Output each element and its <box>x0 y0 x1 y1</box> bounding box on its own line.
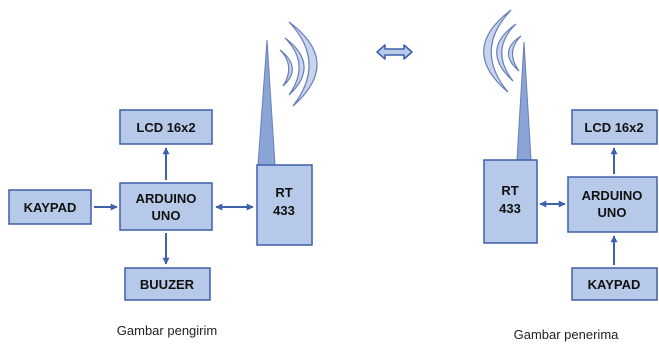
transmitter-buzzer-block: BUUZER <box>124 267 211 301</box>
receiver-signal-waves-icon <box>483 9 522 93</box>
transmitter-rt-block: RT 433 <box>256 164 313 246</box>
receiver-keypad-block: KAYPAD <box>571 267 658 301</box>
receiver-lcd-block: LCD 16x2 <box>571 109 658 145</box>
transmitter-arduino-label-line2: UNO <box>152 208 181 223</box>
transmitter-rt-label-line1: RT <box>275 185 292 200</box>
receiver-caption: Gambar penerima <box>514 327 620 342</box>
receiver-rt-label-line1: RT <box>501 183 518 198</box>
transmitter-signal-waves-icon <box>279 21 318 107</box>
transmitter-keypad-label: KAYPAD <box>24 200 77 215</box>
transmitter-arduino-label-line1: ARDUINO <box>136 191 197 206</box>
receiver-side: RT 433 LCD 16x2 ARDUINO UNO KAYPAD Gamba… <box>483 9 658 342</box>
transmitter-side: LCD 16x2 KAYPAD ARDUINO UNO BUUZER RT 43… <box>8 21 318 338</box>
transmitter-rt-label-line2: 433 <box>273 203 295 218</box>
transmitter-lcd-block: LCD 16x2 <box>119 109 213 145</box>
transmitter-arduino-block: ARDUINO UNO <box>119 182 213 231</box>
transmitter-keypad-block: KAYPAD <box>8 189 92 225</box>
transmitter-lcd-label: LCD 16x2 <box>136 120 195 135</box>
receiver-arduino-block: ARDUINO UNO <box>567 176 658 233</box>
receiver-antenna-icon <box>516 41 532 161</box>
transmitter-buzzer-label: BUUZER <box>140 277 195 292</box>
wireless-link-double-arrow-icon <box>376 44 413 60</box>
receiver-arduino-label-line2: UNO <box>598 205 627 220</box>
receiver-rt-block: RT 433 <box>483 159 538 244</box>
receiver-keypad-label: KAYPAD <box>588 277 641 292</box>
receiver-rt-label-line2: 433 <box>499 201 521 216</box>
transmitter-caption: Gambar pengirim <box>117 323 217 338</box>
transmitter-antenna-icon <box>257 39 276 166</box>
receiver-arduino-label-line1: ARDUINO <box>582 188 643 203</box>
receiver-lcd-label: LCD 16x2 <box>584 120 643 135</box>
